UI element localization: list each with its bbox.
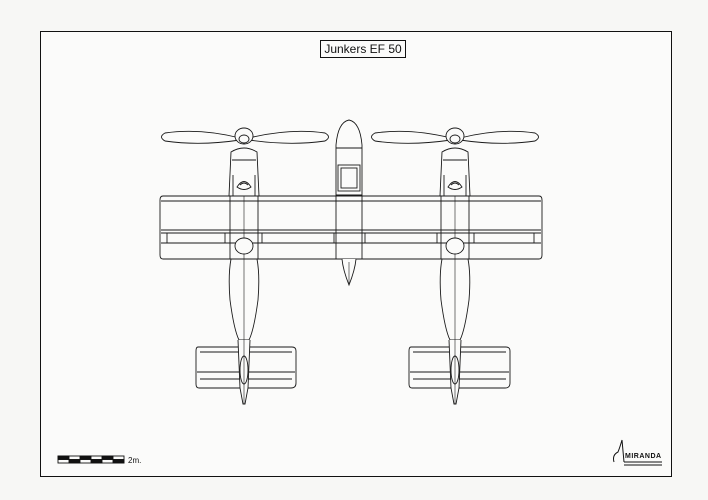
scale-label: 2m. (128, 456, 142, 465)
right-engine-nacelle (439, 147, 471, 197)
left-tailplane (195, 339, 297, 405)
drawing-title: Junkers EF 50 (320, 40, 406, 58)
scale-bar (57, 455, 125, 464)
right-tailplane (408, 339, 511, 405)
right-propeller (371, 127, 539, 145)
logo-text: MIRANDA (625, 453, 662, 460)
left-engine-nacelle (228, 147, 260, 197)
main-wing (159, 195, 543, 260)
miranda-logo-mark (613, 439, 662, 466)
central-fuselage (335, 119, 363, 196)
left-propeller (161, 127, 329, 145)
